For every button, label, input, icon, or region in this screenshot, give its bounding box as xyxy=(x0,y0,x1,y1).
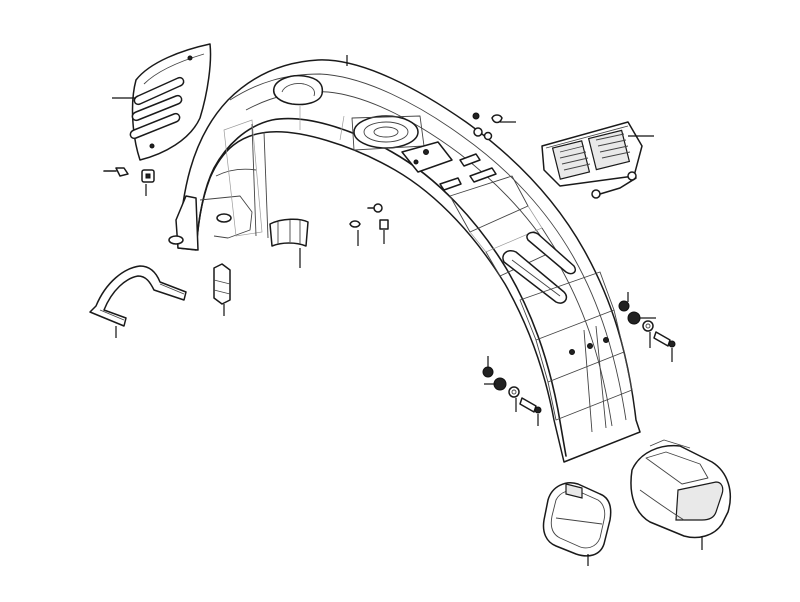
mounting-stay xyxy=(89,265,187,327)
bolts-top-right xyxy=(472,112,503,141)
bolts-center xyxy=(349,203,389,230)
rear-reflector-plate xyxy=(542,482,612,557)
side-vent-panel xyxy=(129,43,212,161)
license-plate-bracket xyxy=(630,439,732,539)
tail-light xyxy=(541,121,643,199)
bolts-left xyxy=(103,167,232,245)
small-bracket xyxy=(213,263,231,305)
leader-lines xyxy=(112,55,703,566)
mud-flap xyxy=(269,218,309,247)
rear-fender xyxy=(175,59,641,463)
